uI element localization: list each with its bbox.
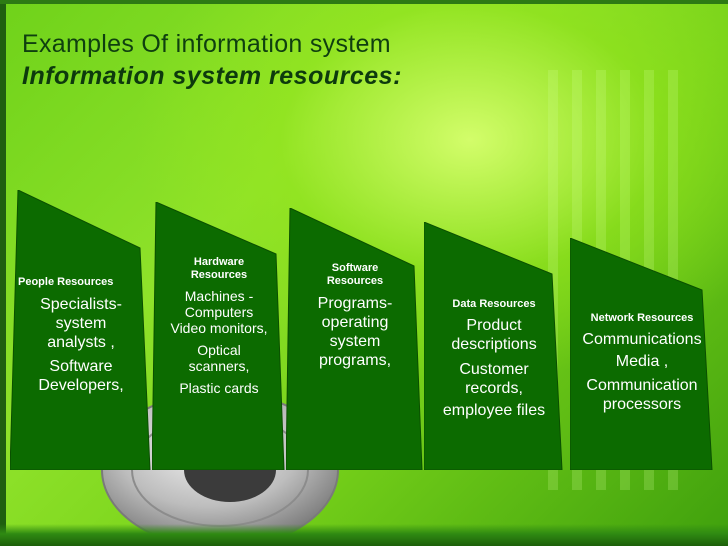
network-resources-heading: Network Resources <box>590 312 694 324</box>
hardware-heading-line: Resources <box>190 269 248 281</box>
data-line: Product <box>466 317 522 334</box>
data-resources-heading: Data Resources <box>452 298 536 310</box>
hardware-line: scanners, <box>188 358 250 374</box>
people-line: analysts , <box>47 334 115 351</box>
network-line: Communications <box>582 331 702 348</box>
panel-shape <box>152 202 285 470</box>
data-resources-panel: Data Resources Product descriptions Cust… <box>424 222 564 470</box>
software-resources-panel: Software Resources Programs- operating s… <box>286 208 424 470</box>
panel-shape <box>286 208 423 470</box>
people-line: Specialists- <box>40 296 122 313</box>
bottom-strip <box>0 524 728 546</box>
hardware-line: Optical <box>197 342 241 358</box>
hardware-heading-line: Hardware <box>193 256 245 268</box>
people-line: system <box>55 315 107 332</box>
network-resources-panel: Network Resources Communications Media ,… <box>570 238 714 470</box>
people-resources-panel: People Resources Specialists- system ana… <box>10 190 152 470</box>
data-line: records, <box>465 380 523 397</box>
software-line: system <box>329 333 381 350</box>
slide-title: Examples Of information system <box>22 30 391 58</box>
software-line: operating <box>321 314 389 331</box>
data-line: employee files <box>442 402 546 419</box>
software-line: Programs- <box>317 295 393 312</box>
slide-subtitle: Information system resources: <box>22 62 402 90</box>
panel-shape <box>424 222 563 470</box>
software-heading-line: Resources <box>326 275 384 287</box>
software-line: programs, <box>318 352 392 369</box>
people-line: Software <box>49 358 113 375</box>
hardware-line: Plastic cards <box>179 380 259 396</box>
network-line: Communication <box>586 377 698 394</box>
frame-top <box>0 0 728 4</box>
people-line: Developers, <box>38 377 124 394</box>
network-line: Media , <box>615 353 669 370</box>
hardware-resources-panel: Hardware Resources Machines - Computers … <box>152 202 286 470</box>
panel-shape <box>570 238 713 470</box>
data-line: descriptions <box>451 336 537 353</box>
data-line: Customer <box>459 361 529 378</box>
hardware-line: Computers <box>184 304 254 320</box>
frame-left <box>0 0 6 546</box>
bg-stripe <box>548 70 558 490</box>
software-heading-line: Software <box>331 262 379 274</box>
hardware-line: Video monitors, <box>170 320 268 336</box>
hardware-line: Machines - <box>184 288 254 304</box>
network-line: processors <box>602 396 682 413</box>
people-resources-heading: People Resources <box>18 276 114 288</box>
panel-shape <box>10 190 151 470</box>
